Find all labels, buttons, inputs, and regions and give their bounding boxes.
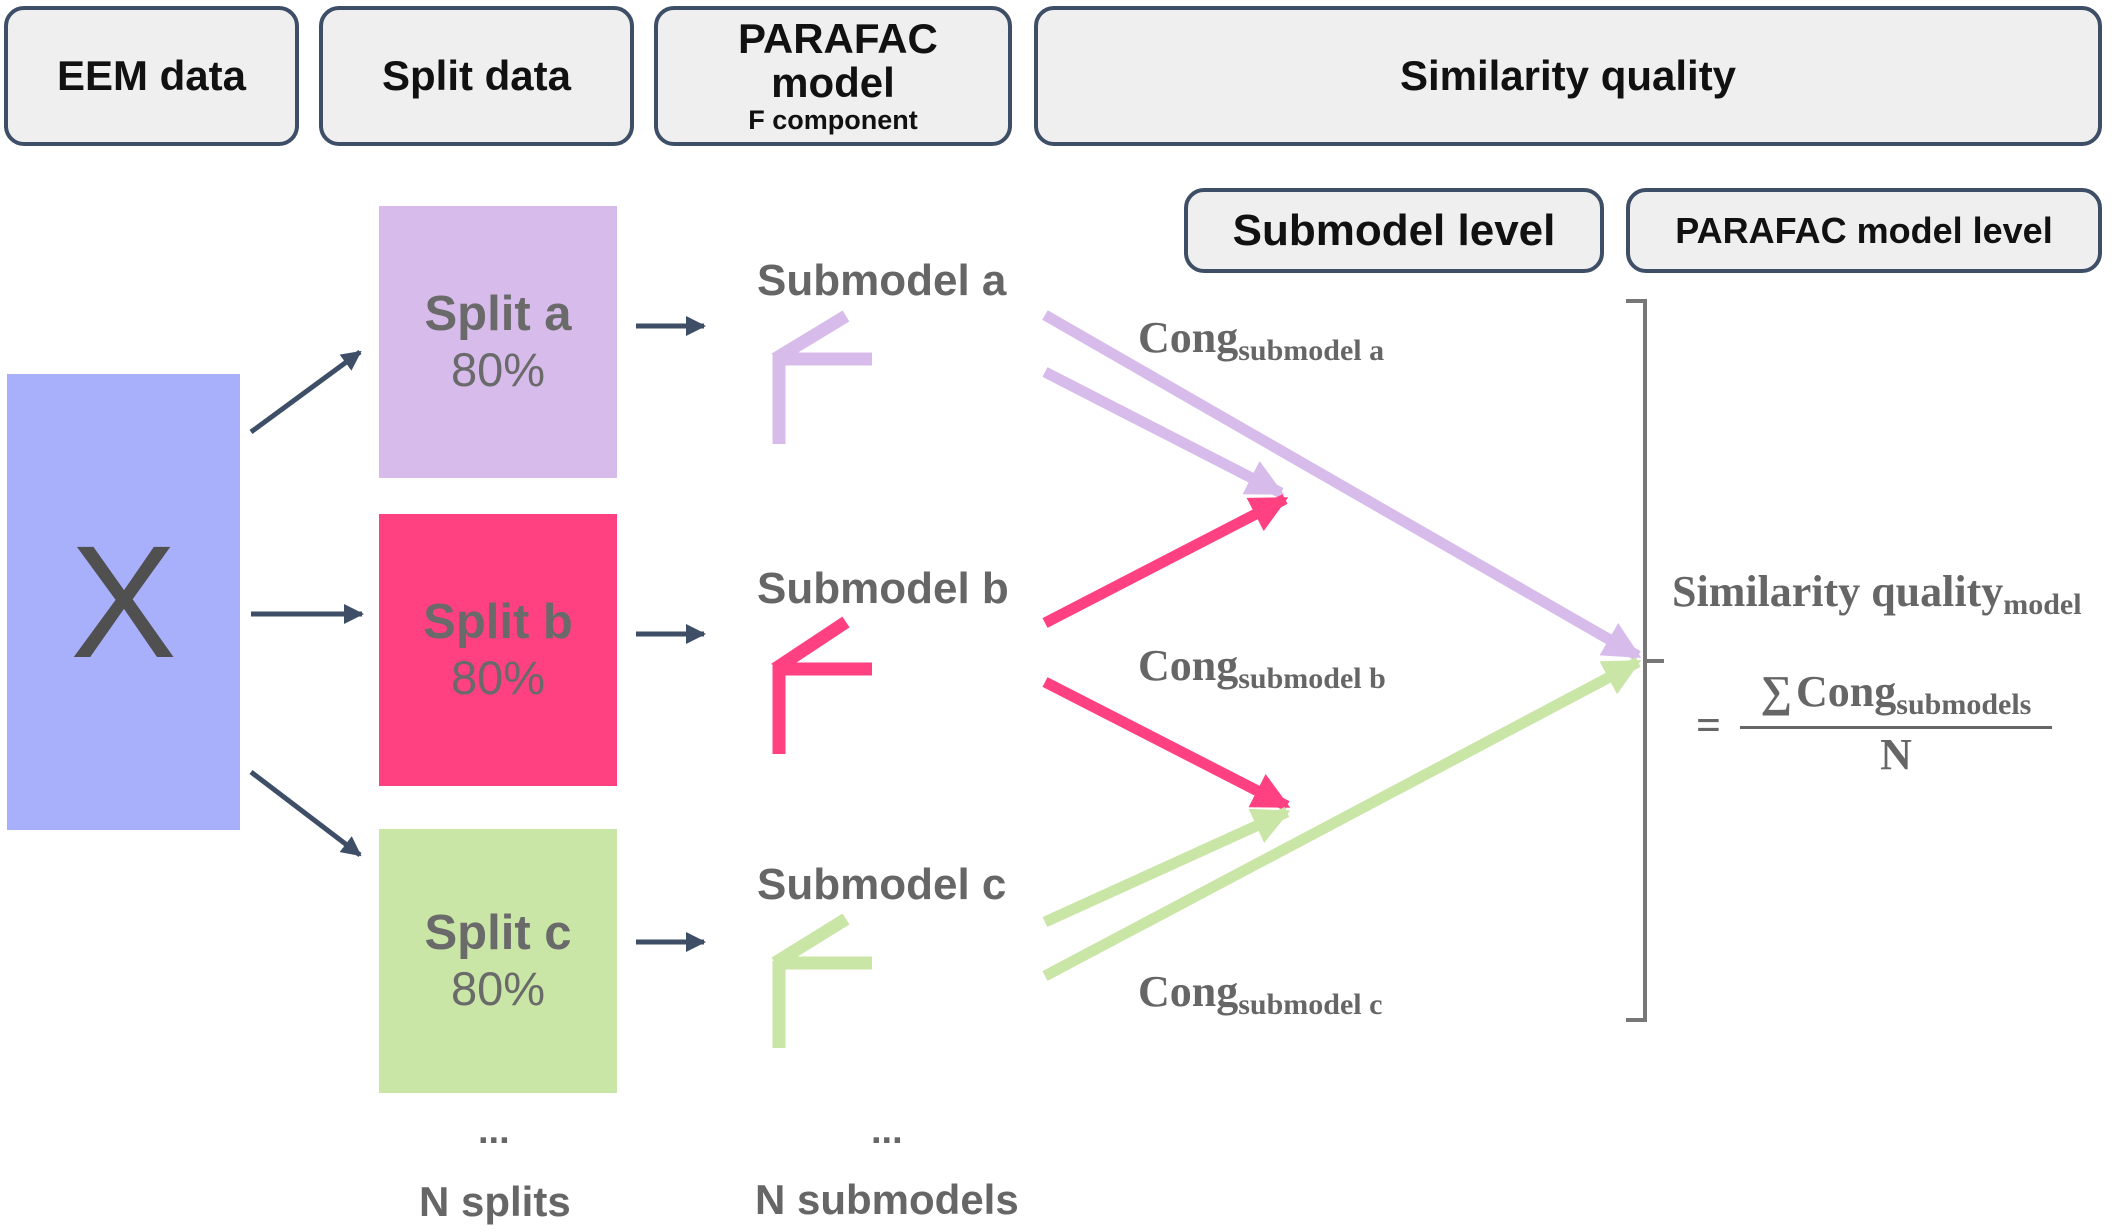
submodel-glyph-a [771,310,872,444]
cong-arrow-a-to-b [1042,367,1285,498]
cong-label-b: Congsubmodel b [1138,640,1386,696]
formula-lhs-sub: model [2003,588,2082,621]
formula-num-base: Cong [1796,667,1897,716]
similarity-formula-lhs: Similarity qualitymodel [1672,566,2082,622]
header-submodel-level: Submodel level [1184,188,1604,273]
split-box-c: Split c 80% [379,829,617,1093]
sum-symbol: ∑ [1760,667,1793,716]
n-submodels-label: N submodels [755,1176,1019,1223]
formula-fraction: ∑ Congsubmodels N [1740,666,2052,780]
split-percent: 80% [450,651,546,704]
header-similarity-quality: Similarity quality [1034,6,2102,146]
cong-arrow-b-to-a [1042,494,1289,628]
fraction-bar [1740,726,2052,729]
formula-numerator: ∑ Congsubmodels [1740,666,2052,722]
arrow-x-to-split-a [249,349,362,435]
arrow-x-to-split-c [249,770,362,857]
formula-denominator: N [1880,730,1912,779]
header-parafac-sublabel: F component [748,105,918,135]
cong-base: Cong [1138,967,1239,1016]
cong-label-c: Congsubmodel c [1138,966,1382,1022]
submodel-glyph-c [771,913,872,1048]
cong-sub: submodel a [1238,334,1385,367]
x-label: X [70,512,177,691]
cong-sub: submodel b [1238,662,1386,695]
model-bracket [1626,299,1664,1022]
submodels-ellipsis: ... [871,1110,903,1152]
cong-arrow-c-to-b [1042,806,1291,928]
splits-ellipsis: ... [478,1110,510,1152]
header-parafac-model-level-label: PARAFAC model level [1675,209,2053,251]
split-percent: 80% [450,343,546,396]
arrow-a-to-model [1042,310,1642,661]
submodel-glyph-b [771,616,872,754]
cong-sub: submodel c [1238,988,1383,1021]
header-parafac-label: PARAFAC model [738,15,938,106]
formula-equals: = [1696,701,1722,750]
split-box-a: Split a 80% [379,206,617,478]
header-eem-data: EEM data [4,6,299,146]
split-name: Split a [424,287,572,341]
split-name: Split c [424,906,572,960]
cong-arrow-b-to-c [1042,677,1291,811]
submodel-label-b: Submodel b [757,564,1009,613]
split-percent: 80% [450,962,546,1015]
formula-num-sub: submodels [1896,688,2032,721]
header-eem-data-label: EEM data [56,52,247,99]
header-parafac-model-level: PARAFAC model level [1626,188,2102,273]
header-submodel-level-label: Submodel level [1232,205,1556,255]
header-split-data: Split data [319,6,634,146]
submodel-label-c: Submodel c [757,860,1007,909]
n-splits-label: N splits [419,1178,571,1225]
header-parafac-model: PARAFAC model F component [654,6,1012,146]
formula-lhs: Similarity quality [1672,567,2004,616]
cong-base: Cong [1138,641,1239,690]
cong-base: Cong [1138,313,1239,362]
header-similarity-label: Similarity quality [1399,52,1737,99]
header-split-data-label: Split data [381,52,572,99]
cong-label-a: Congsubmodel a [1138,312,1384,368]
eem-data-box: X [7,374,240,830]
split-box-b: Split b 80% [379,514,617,786]
split-name: Split b [423,595,573,649]
submodel-label-a: Submodel a [757,256,1007,305]
arrow-c-to-model [1042,657,1642,981]
